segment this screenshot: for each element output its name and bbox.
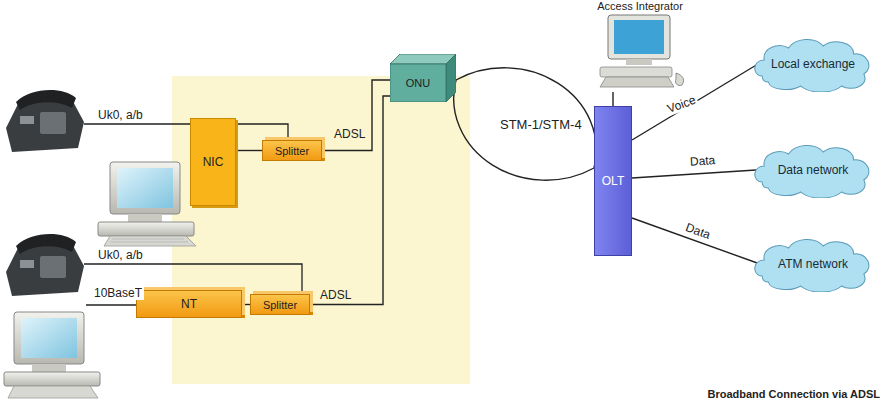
node-text: Local exchange <box>771 57 855 71</box>
cloud-node: Local exchange <box>752 36 874 92</box>
mouse <box>675 73 683 86</box>
connector-line <box>454 68 597 180</box>
node-text: OLT <box>602 174 624 188</box>
telephone-icon <box>6 90 84 152</box>
monitor <box>608 15 670 59</box>
node-text: Splitter <box>275 145 309 157</box>
edge-label: ADSL <box>318 289 353 302</box>
telephone-icon <box>6 234 84 296</box>
edge-label: Data <box>682 220 714 242</box>
node-text: ATM network <box>778 257 848 271</box>
splitter-box: Splitter <box>262 140 322 161</box>
cloud-node: Data network <box>752 142 874 198</box>
cube-top <box>390 54 456 64</box>
cloud-shape <box>755 145 869 198</box>
node-text: Data network <box>778 163 849 177</box>
connector-line <box>632 170 756 178</box>
cloud-node: ATM network <box>752 236 874 292</box>
olt-box: OLT <box>594 106 632 256</box>
computer-icon <box>4 312 100 398</box>
signal-label: 10BaseT <box>92 287 144 300</box>
cube-side <box>446 54 456 102</box>
access-integrator: Access Integrator <box>586 0 694 92</box>
nic-box: NIC <box>190 118 236 206</box>
onu-cube: ONU <box>390 54 456 102</box>
splitter-box: Splitter <box>250 294 310 315</box>
premises-region <box>172 76 470 384</box>
connector-line <box>313 96 390 305</box>
edge-label: ADSL <box>332 128 367 141</box>
keyboard <box>600 67 672 77</box>
cloud-shape <box>755 239 869 292</box>
computer-icon <box>98 162 196 246</box>
nt-box: NT <box>136 290 242 318</box>
edge-label: Voice <box>664 93 700 117</box>
computer-icon <box>586 13 694 91</box>
keyboard-front <box>600 77 674 87</box>
monitor-stand <box>626 59 652 65</box>
screen <box>614 20 664 54</box>
node-text: ONU <box>406 77 430 89</box>
edge-label: Data <box>688 154 718 169</box>
signal-label: Uk0, a/b <box>96 249 145 262</box>
cloud-shape <box>755 39 869 92</box>
connector-line <box>612 92 613 106</box>
node-text: NIC <box>203 155 224 169</box>
node-text: Access Integrator <box>586 0 694 13</box>
connector-line <box>236 150 262 151</box>
cube-front <box>390 64 446 102</box>
signal-label: Uk0, a/b <box>96 109 145 122</box>
caption: Broadband Connection via ADSL <box>707 388 880 400</box>
connector-line <box>325 80 390 151</box>
node-text: Splitter <box>263 299 297 311</box>
edge-label: STM-1/STM-4 <box>498 118 584 132</box>
node-text: NT <box>181 297 197 311</box>
connector-line <box>632 218 760 264</box>
